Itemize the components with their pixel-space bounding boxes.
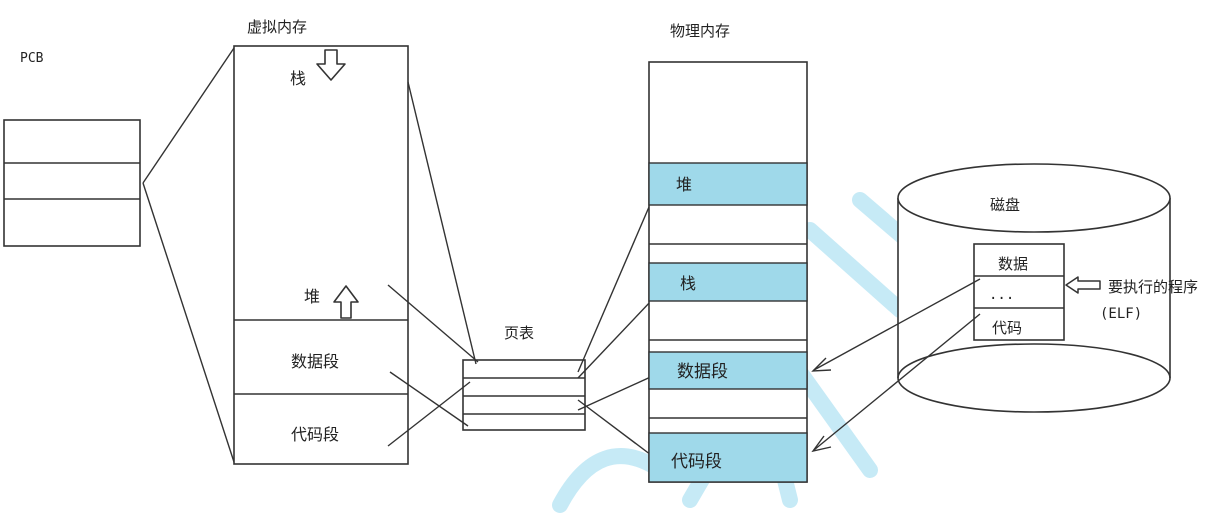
- arrow-down-icon: [316, 49, 346, 81]
- disk-to-memory-arrows: [811, 278, 981, 453]
- physical-memory-block: [648, 61, 808, 483]
- virtual-to-page-table-lines: [387, 81, 479, 447]
- vm-heap-label: 堆: [304, 287, 320, 306]
- pm-data-segment-label: 数据段: [677, 362, 728, 382]
- pm-stack-label: 栈: [680, 274, 696, 293]
- virtual-memory-block: [233, 45, 409, 465]
- elf-row-data: 数据: [998, 255, 1028, 273]
- pm-code-segment-label: 代码段: [671, 452, 722, 472]
- pcb-to-virtual-lines: [142, 47, 235, 463]
- page-table-label: 页表: [504, 324, 534, 342]
- elf-annotation-title: 要执行的程序: [1108, 278, 1198, 296]
- virtual-memory-title: 虚拟内存: [247, 18, 307, 36]
- disk-label: 磁盘: [990, 196, 1020, 214]
- pm-heap-label: 堆: [676, 175, 692, 194]
- pcb-table: [3, 119, 141, 247]
- elf-table: [973, 243, 1065, 341]
- vm-code-segment-label: 代码段: [291, 425, 339, 444]
- arrow-up-icon: [333, 285, 359, 319]
- page-table: [462, 359, 586, 431]
- arrow-left-icon: [1065, 276, 1101, 294]
- elf-row-code: 代码: [992, 319, 1022, 337]
- elf-row-ellipsis: ...: [989, 287, 1014, 303]
- elf-annotation-subtitle: (ELF): [1100, 306, 1142, 322]
- pcb-label: PCB: [20, 51, 44, 66]
- page-table-to-physical-lines: [577, 199, 656, 459]
- vm-stack-label: 栈: [290, 69, 306, 88]
- physical-memory-title: 物理内存: [670, 22, 730, 40]
- vm-data-segment-label: 数据段: [291, 352, 339, 371]
